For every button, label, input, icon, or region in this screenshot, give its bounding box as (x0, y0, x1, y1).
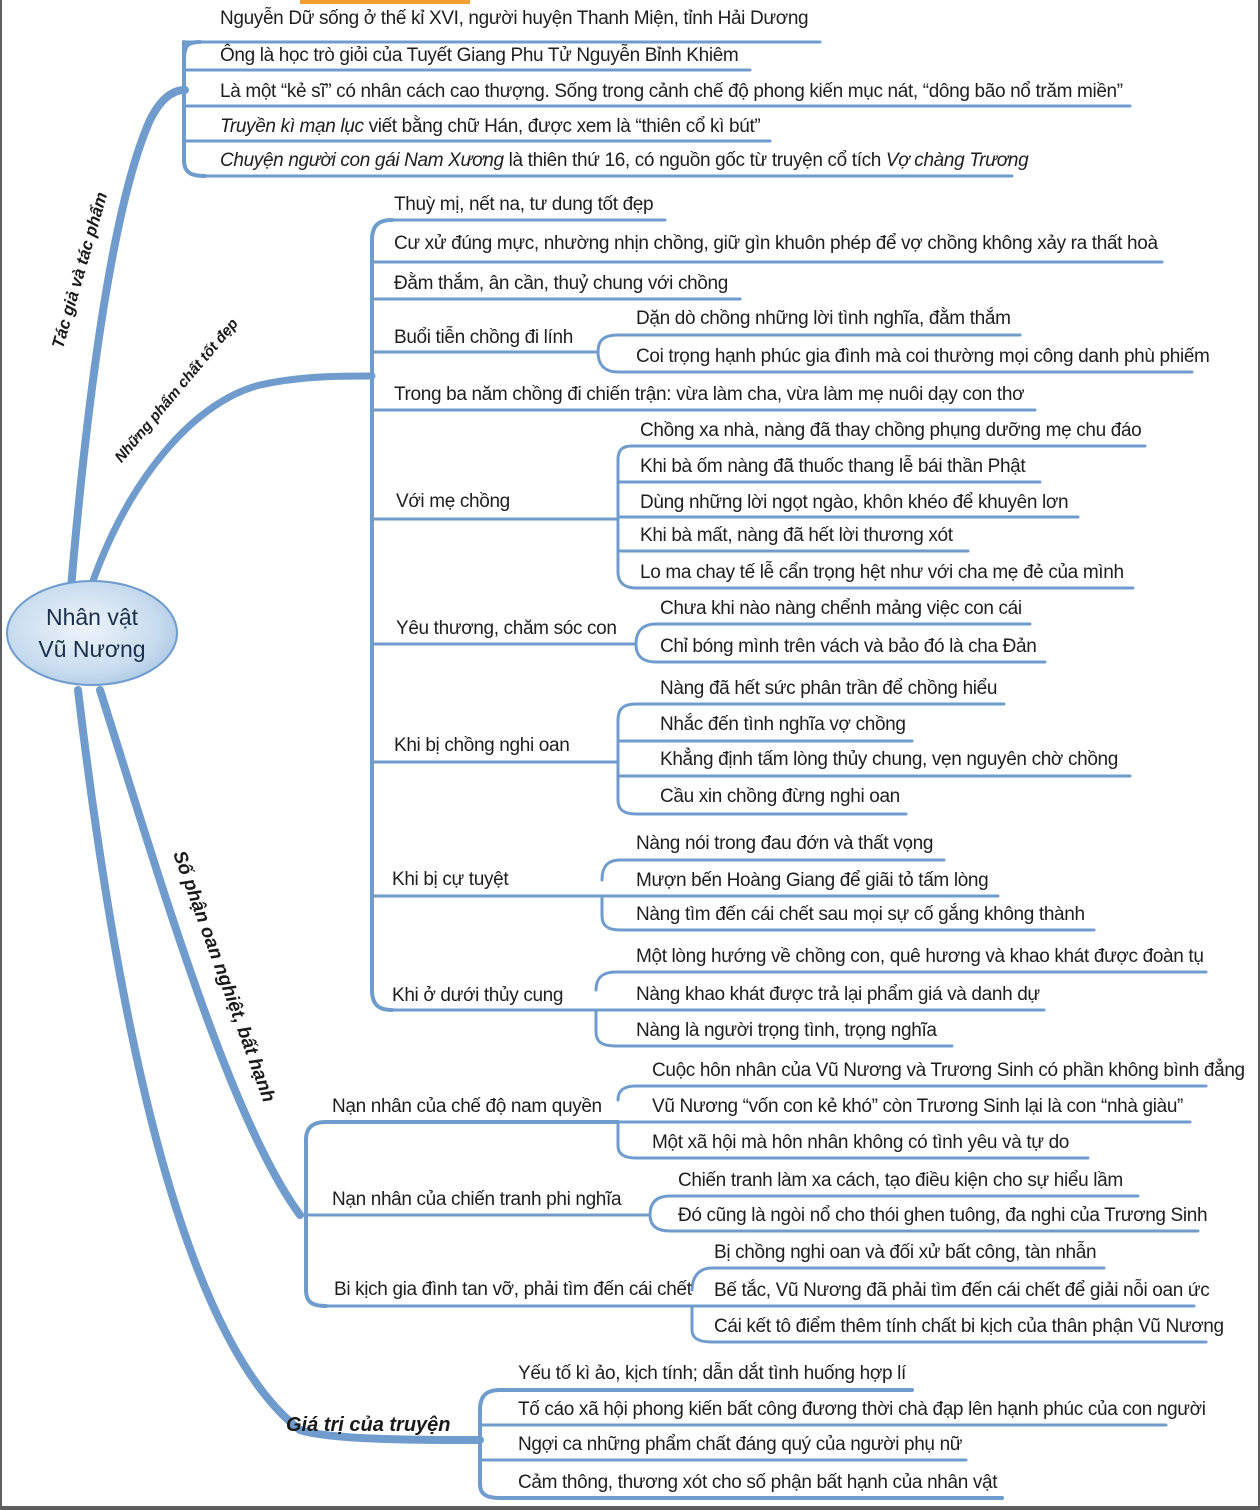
tac-gia-item-5-italic: Chuyện người con gái Nam Xương (220, 150, 504, 171)
root-line-1: Nhân vật (45, 604, 139, 630)
pham-chat-item-6: Với mẹ chồng (396, 491, 510, 512)
pham-chat-item-2: Cư xử đúng mực, nhường nhịn chồng, giữ g… (394, 233, 1158, 254)
tac-gia-item-1: Nguyễn Dữ sống ở thế kỉ XVI, người huyện… (220, 8, 809, 29)
trunk-gia-tri (74, 686, 484, 1444)
pham-chat-item-9-1: Nàng nói trong đau đớn và thất vọng (636, 833, 934, 854)
root-line-2: Vũ Nương (38, 636, 146, 662)
so-phan-item-1-3: Một xã hội mà hôn nhân không có tình yêu… (652, 1132, 1070, 1153)
tac-gia-item-3: Là một “kẻ sĩ” có nhân cách cao thượng. … (220, 81, 1123, 102)
bracket-gia-tri (478, 1388, 1004, 1500)
so-phan-item-3-1: Bị chồng nghi oan và đối xử bất công, tà… (714, 1242, 1097, 1263)
so-phan-item-3: Bi kịch gia đình tan vỡ, phải tìm đến cá… (334, 1279, 692, 1300)
pham-chat-item-3: Đằm thắm, ân cần, thuỷ chung với chồng (394, 273, 728, 294)
pham-chat-item-1: Thuỳ mị, nết na, tư dung tốt đẹp (394, 194, 654, 215)
tac-gia-item-4-rest: viết bằng chữ Hán, được xem là “thiên cổ… (363, 116, 761, 137)
root-node: Nhân vật Vũ Nương (6, 580, 178, 686)
so-phan-item-1-1: Cuộc hôn nhân của Vũ Nương và Trương Sin… (652, 1060, 1245, 1081)
tac-gia-item-5-italic2: Vợ chàng Trương (885, 150, 1029, 171)
trunk-so-phan (96, 686, 304, 1219)
gia-tri-item-1: Yếu tố kì ảo, kịch tính; dẫn dắt tình hu… (518, 1363, 906, 1384)
pham-chat-item-6-5: Lo ma chay tế lễ cẩn trọng hệt như với c… (640, 562, 1124, 583)
pham-chat-item-8-4: Cầu xin chồng đừng nghi oan (660, 786, 900, 807)
pham-chat-item-9-3: Nàng tìm đến cái chết sau mọi sự cố gắng… (636, 904, 1085, 925)
so-phan-item-3-2: Bế tắc, Vũ Nương đã phải tìm đến cái chế… (714, 1280, 1210, 1301)
tac-gia-item-4-italic: Truyền kì mạn lục (220, 116, 364, 137)
pham-chat-item-8-2: Nhắc đến tình nghĩa vợ chồng (660, 714, 906, 735)
tac-gia-item-5-mid: là thiên thứ 16, có nguồn gốc từ truyện … (503, 150, 886, 171)
pham-chat-item-10: Khi ở dưới thủy cung (392, 985, 564, 1006)
pham-chat-item-10-1: Một lòng hướng về chồng con, quê hương v… (636, 946, 1204, 967)
so-phan-item-1: Nạn nhân của chế độ nam quyền (332, 1096, 602, 1117)
category-gia-tri: Giá trị của truyện (286, 1414, 451, 1436)
pham-chat-item-7-1: Chưa khi nào nàng chểnh mảng việc con cá… (660, 598, 1022, 619)
trunk-tac-gia (66, 86, 189, 604)
so-phan-item-2-2: Đó cũng là ngòi nổ cho thói ghen tuông, … (678, 1205, 1208, 1226)
pham-chat-item-4-2: Coi trọng hạnh phúc gia đình mà coi thườ… (636, 346, 1210, 367)
pham-chat-item-8: Khi bị chồng nghi oan (394, 735, 570, 756)
so-phan-item-2-1: Chiến tranh làm xa cách, tạo điều kiện c… (678, 1170, 1123, 1191)
bracket-so-phan (304, 1120, 620, 1308)
pham-chat-item-6-2: Khi bà ốm nàng đã thuốc thang lễ bái thầ… (640, 456, 1026, 477)
trunk-pham-chat (84, 372, 376, 599)
pham-chat-item-6-1: Chồng xa nhà, nàng đã thay chồng phụng d… (640, 420, 1142, 441)
gia-tri-item-4: Cảm thông, thương xót cho số phận bất hạ… (518, 1472, 998, 1493)
pham-chat-item-6-3: Dùng những lời ngọt ngào, khôn khéo để k… (640, 492, 1069, 513)
pham-chat-item-8-1: Nàng đã hết sức phân trần để chồng hiểu (660, 678, 998, 699)
so-phan-item-1-2: Vũ Nương “vốn con kẻ khó” còn Trương Sin… (652, 1096, 1184, 1117)
pham-chat-item-6-4: Khi bà mất, nàng đã hết lời thương xót (640, 525, 953, 546)
pham-chat-item-10-3: Nàng là người trọng tình, trọng nghĩa (636, 1020, 937, 1041)
pham-chat-item-4-1: Dặn dò chồng những lời tình nghĩa, đằm t… (636, 308, 1011, 329)
pham-chat-item-10-2: Nàng khao khát được trả lại phẩm giá và … (636, 984, 1040, 1005)
bracket-pham-chat (370, 218, 394, 1012)
pham-chat-item-9-2: Mượn bến Hoàng Giang để giãi tỏ tấm lòng (636, 870, 989, 891)
pham-chat-item-7: Yêu thương, chăm sóc con (396, 618, 617, 639)
gia-tri-item-2: Tố cáo xã hội phong kiến bất công đương … (518, 1399, 1206, 1420)
tac-gia-item-2: Ông là học trò giỏi của Tuyết Giang Phu … (220, 45, 739, 66)
pham-chat-item-9: Khi bị cự tuyệt (392, 869, 509, 890)
tac-gia-item-5: Chuyện người con gái Nam Xương là thiên … (220, 150, 1029, 172)
pham-chat-item-8-3: Khẳng định tấm lòng thủy chung, vẹn nguy… (660, 749, 1118, 770)
so-phan-item-2: Nạn nhân của chiến tranh phi nghĩa (332, 1189, 622, 1210)
pham-chat-item-7-2: Chỉ bóng mình trên vách và bảo đó là cha… (660, 636, 1037, 657)
top-accent-bar (300, 0, 470, 4)
pham-chat-item-5: Trong ba năm chồng đi chiến trận: vừa là… (394, 384, 1025, 405)
so-phan-item-3-3: Cái kết tô điểm thêm tính chất bi kịch c… (714, 1316, 1224, 1337)
pham-chat-item-4: Buổi tiễn chồng đi lính (394, 327, 573, 348)
gia-tri-item-3: Ngợi ca những phẩm chất đáng quý của ngư… (518, 1434, 963, 1455)
tac-gia-item-4: Truyền kì mạn lục viết bằng chữ Hán, đượ… (220, 116, 761, 138)
